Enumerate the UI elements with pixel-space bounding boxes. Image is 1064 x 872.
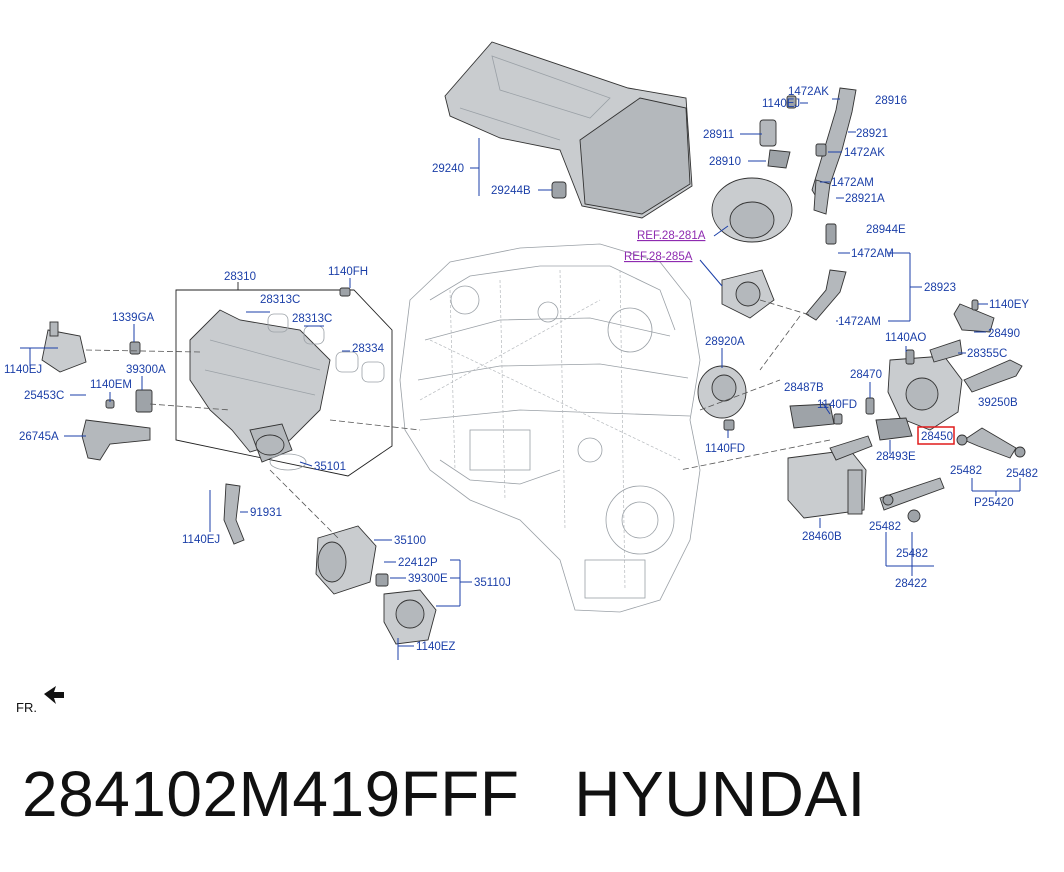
front-label: FR. (16, 700, 37, 715)
label-22412p: 22412P (398, 557, 438, 569)
part-number: 284102M419FFF (22, 758, 520, 830)
label-28313c: 28313C (260, 294, 300, 306)
manifold-frame (175, 282, 393, 477)
label-25482: 25482 (869, 521, 901, 533)
label-28920a: 28920A (705, 336, 745, 348)
label-1140fh: 1140FH (328, 266, 368, 278)
label-p25420: P25420 (974, 497, 1014, 509)
label-29244b: 29244B (491, 185, 531, 197)
label-28910: 28910 (709, 156, 741, 168)
label-1140fd: 1140FD (705, 443, 745, 455)
part-labels: 28916 1472AK 1140EJ 28911 28921 28910 14… (4, 86, 1038, 653)
label-1140em: 1140EM (90, 379, 132, 391)
label-1339ga: 1339GA (112, 312, 155, 324)
label-1140ey: 1140EY (989, 299, 1029, 311)
label-28923: 28923 (924, 282, 956, 294)
exhaust-manifold (189, 309, 385, 471)
left-side-components (41, 287, 351, 545)
label-1472am: 1472AM (838, 316, 881, 328)
label-1140ej: 1140EJ (762, 98, 800, 110)
label-1140ao: 1140AO (885, 332, 926, 344)
thermostat-housing (711, 87, 857, 321)
ref-label-28-285a[interactable]: REF.28-285A (624, 251, 693, 263)
label-28313c: 28313C (292, 313, 332, 325)
label-1472ak: 1472AK (788, 86, 829, 98)
water-pump (697, 365, 747, 431)
label-28334: 28334 (352, 343, 385, 355)
label-26745a: 26745A (19, 431, 59, 443)
label-1140fd: 1140FD (817, 399, 857, 411)
label-39300a: 39300A (126, 364, 166, 376)
assembly-lines (85, 299, 831, 471)
label-39250b: 39250B (978, 397, 1018, 409)
label-28487b: 28487B (784, 382, 824, 394)
label-35100: 35100 (394, 535, 426, 547)
label-1472am: 1472AM (831, 177, 874, 189)
label-35101: 35101 (314, 461, 346, 473)
label-28422: 28422 (895, 578, 927, 590)
label-25482: 25482 (896, 548, 928, 560)
label-1472am: 1472AM (851, 248, 894, 260)
label-28944e: 28944E (866, 224, 906, 236)
arrow-icon (44, 686, 64, 704)
label-25482: 25482 (1006, 468, 1038, 480)
label-25482: 25482 (950, 465, 982, 477)
label-91931: 91931 (250, 507, 282, 519)
engine-cover (444, 41, 693, 219)
egr-cooler-assembly (787, 299, 1026, 523)
label-28490: 28490 (988, 328, 1020, 340)
label-28310: 28310 (224, 271, 256, 283)
label-28355c: 28355C (967, 348, 1007, 360)
label-29240: 29240 (432, 163, 464, 175)
engine-block (399, 243, 701, 613)
label-1140ej: 1140EJ (182, 534, 220, 546)
label-28916: 28916 (875, 95, 907, 107)
label-28921: 28921 (856, 128, 888, 140)
label-39300e: 39300E (408, 573, 448, 585)
label-1472ak: 1472AK (844, 147, 885, 159)
label-28911: 28911 (703, 129, 734, 141)
caption: 284102M419FFF HYUNDAI (22, 762, 866, 826)
brand-name: HYUNDAI (574, 758, 866, 830)
label-1140ez: 1140EZ (416, 641, 455, 653)
label-28450-highlighted[interactable]: 28450 (921, 431, 953, 443)
label-28921a: 28921A (845, 193, 885, 205)
label-28470: 28470 (850, 369, 882, 381)
ref-label-28-281a[interactable]: REF.28-281A (637, 230, 706, 242)
label-35110j: 35110J (474, 577, 511, 589)
highlight-box (917, 426, 955, 445)
label-28460b: 28460B (802, 531, 842, 543)
label-28493e: 28493E (876, 451, 916, 463)
label-25453c: 25453C (24, 390, 64, 402)
throttle-assembly (269, 469, 437, 645)
front-direction-marker: FR. (16, 686, 64, 715)
leader-lines (20, 98, 1021, 660)
label-1140ej: 1140EJ (4, 364, 42, 376)
